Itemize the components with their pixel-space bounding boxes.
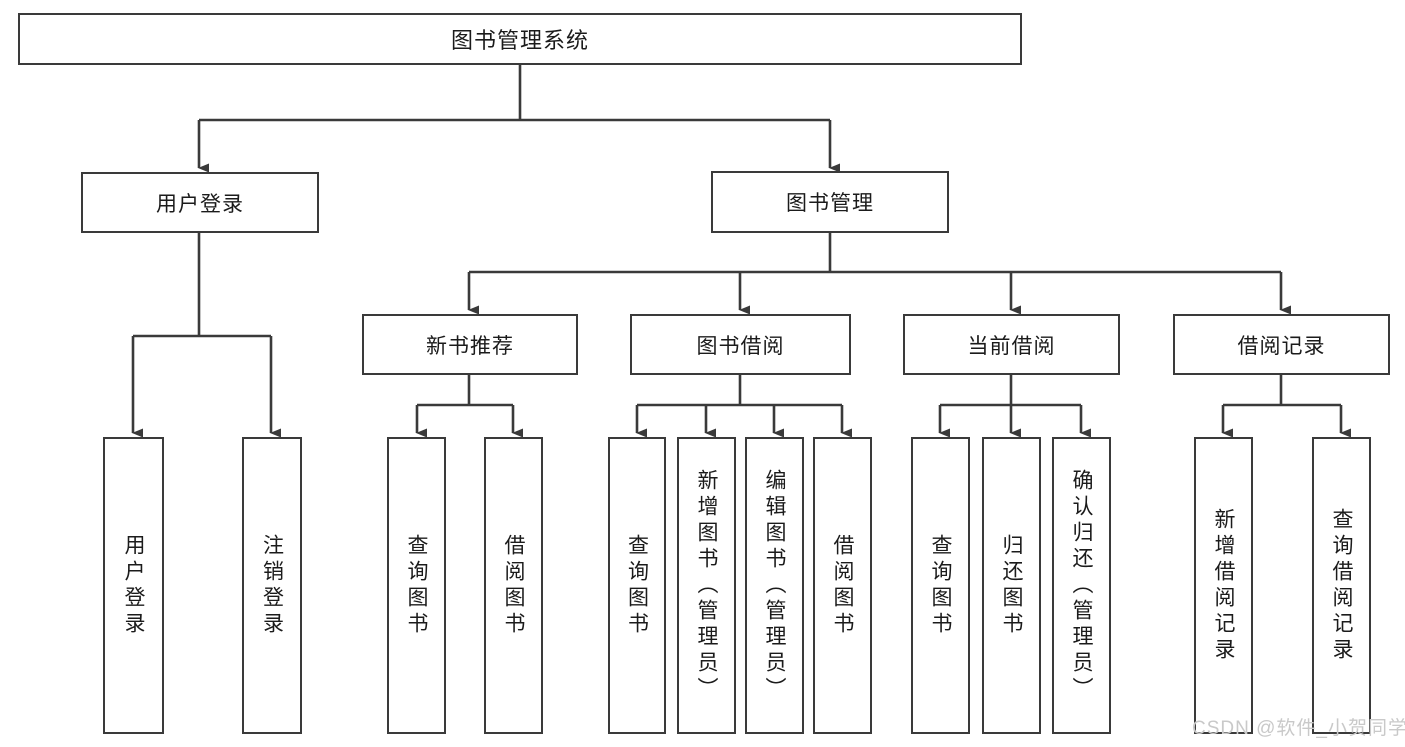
node-leaf-query-borrow-record-label: 查询借阅记录 bbox=[1330, 507, 1353, 664]
node-book-manage[interactable]: 图书管理 bbox=[711, 171, 949, 233]
node-leaf-borrow-book-1-label: 借阅图书 bbox=[502, 533, 525, 638]
node-leaf-add-book-label: 新增图书（管理员） bbox=[695, 468, 718, 703]
node-leaf-query-book-3[interactable]: 查询图书 bbox=[911, 437, 970, 734]
node-leaf-add-borrow-record[interactable]: 新增借阅记录 bbox=[1194, 437, 1253, 734]
node-borrow-record[interactable]: 借阅记录 bbox=[1173, 314, 1390, 375]
node-leaf-query-borrow-record[interactable]: 查询借阅记录 bbox=[1312, 437, 1371, 734]
node-user-login[interactable]: 用户登录 bbox=[81, 172, 319, 233]
node-leaf-edit-book-label: 编辑图书（管理员） bbox=[763, 468, 786, 703]
node-leaf-confirm-return-label: 确认归还（管理员） bbox=[1070, 468, 1093, 703]
node-leaf-add-book[interactable]: 新增图书（管理员） bbox=[677, 437, 736, 734]
node-leaf-edit-book[interactable]: 编辑图书（管理员） bbox=[745, 437, 804, 734]
node-leaf-add-borrow-record-label: 新增借阅记录 bbox=[1212, 507, 1235, 664]
node-current-borrow[interactable]: 当前借阅 bbox=[903, 314, 1120, 375]
node-user-login-label: 用户登录 bbox=[156, 192, 244, 216]
watermark: CSDN @软件_小贺同学 bbox=[1192, 718, 1405, 739]
node-book-manage-label: 图书管理 bbox=[786, 192, 874, 215]
node-leaf-user-logout-label: 注销登录 bbox=[260, 533, 284, 638]
node-leaf-query-book-3-label: 查询图书 bbox=[929, 533, 952, 638]
node-book-borrow[interactable]: 图书借阅 bbox=[630, 314, 851, 375]
node-book-borrow-label: 图书借阅 bbox=[696, 334, 785, 358]
node-leaf-user-logout[interactable]: 注销登录 bbox=[242, 437, 302, 734]
node-leaf-user-login-label: 用户登录 bbox=[122, 533, 145, 638]
node-leaf-borrow-book-1[interactable]: 借阅图书 bbox=[484, 437, 543, 734]
node-borrow-record-label: 借阅记录 bbox=[1237, 334, 1326, 358]
node-leaf-query-book-1-label: 查询图书 bbox=[405, 533, 428, 638]
node-leaf-borrow-book-2-label: 借阅图书 bbox=[831, 533, 854, 638]
node-new-book-recommend-label: 新书推荐 bbox=[426, 334, 514, 358]
node-leaf-user-login[interactable]: 用户登录 bbox=[103, 437, 164, 734]
node-leaf-return-book[interactable]: 归还图书 bbox=[982, 437, 1041, 734]
node-root[interactable]: 图书管理系统 bbox=[18, 13, 1022, 65]
node-leaf-return-book-label: 归还图书 bbox=[1000, 533, 1023, 638]
node-leaf-query-book-2[interactable]: 查询图书 bbox=[608, 437, 666, 734]
node-leaf-query-book-2-label: 查询图书 bbox=[625, 533, 649, 638]
node-new-book-recommend[interactable]: 新书推荐 bbox=[362, 314, 578, 375]
node-root-label: 图书管理系统 bbox=[450, 28, 589, 53]
node-leaf-confirm-return[interactable]: 确认归还（管理员） bbox=[1052, 437, 1111, 734]
node-current-borrow-label: 当前借阅 bbox=[967, 334, 1056, 358]
node-leaf-query-book-1[interactable]: 查询图书 bbox=[387, 437, 446, 734]
node-leaf-borrow-book-2[interactable]: 借阅图书 bbox=[813, 437, 872, 734]
